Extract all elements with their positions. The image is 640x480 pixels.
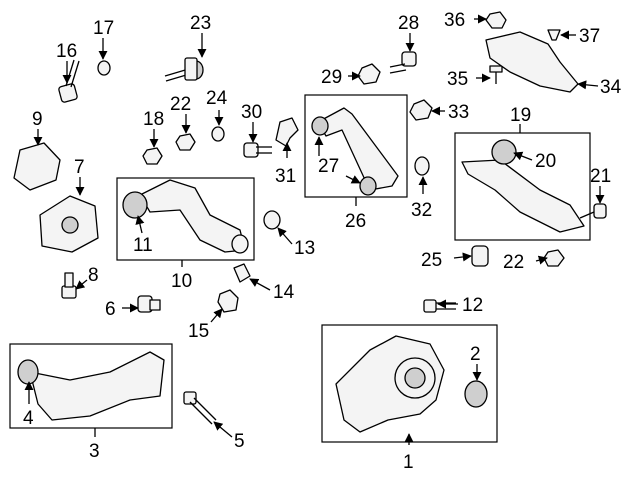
washer-13 xyxy=(263,210,281,230)
callout-29: 29 xyxy=(321,67,342,88)
callout-19: 19 xyxy=(510,105,531,126)
screw-35 xyxy=(489,65,503,84)
callout-22-lower: 22 xyxy=(503,252,524,273)
callout-28: 28 xyxy=(398,13,419,34)
callout-13: 13 xyxy=(294,238,315,259)
nut-22-upper xyxy=(175,133,196,151)
callout-14: 14 xyxy=(273,282,295,303)
group-box-3 xyxy=(9,343,173,429)
lower-arm-19 xyxy=(461,139,585,233)
bushing-2 xyxy=(464,380,488,408)
callout-8: 8 xyxy=(88,265,99,286)
eccentric-bolt-16 xyxy=(58,59,80,103)
bushing-20 xyxy=(491,139,517,165)
callout-3: 3 xyxy=(89,441,100,462)
eccentric-bolt-23 xyxy=(164,57,204,82)
washer-32 xyxy=(414,156,430,176)
shield-34 xyxy=(485,31,579,93)
nut-18 xyxy=(142,147,163,165)
bolt-30 xyxy=(243,142,272,158)
callout-37: 37 xyxy=(579,26,600,47)
trailing-arm-3 xyxy=(17,351,165,421)
bushing-25 xyxy=(471,245,489,267)
clip-37 xyxy=(547,29,561,41)
callout-21: 21 xyxy=(590,166,611,187)
bolt-5 xyxy=(183,391,217,425)
bolt-21 xyxy=(579,203,607,219)
callout-9: 9 xyxy=(32,109,43,130)
callout-4: 4 xyxy=(23,408,34,429)
callout-23: 23 xyxy=(190,13,211,34)
bolt-12 xyxy=(423,299,456,313)
link-arm-26 xyxy=(311,107,399,196)
group-box-19 xyxy=(454,132,591,241)
callout-25: 25 xyxy=(421,250,442,271)
callout-27: 27 xyxy=(318,156,339,177)
nut-33 xyxy=(409,99,433,121)
bushing-11 xyxy=(122,191,148,219)
nut-15 xyxy=(217,289,239,313)
callout-12: 12 xyxy=(462,295,483,316)
group-box-10 xyxy=(116,177,255,261)
bolt-8 xyxy=(61,272,77,299)
callout-labels: 1 2 3 4 5 6 7 8 9 10 11 12 13 14 15 16 1… xyxy=(23,10,622,473)
callout-31: 31 xyxy=(275,166,296,187)
callout-34: 34 xyxy=(600,77,622,98)
callout-5: 5 xyxy=(234,431,245,452)
callout-24: 24 xyxy=(206,88,228,109)
callout-17: 17 xyxy=(93,18,114,39)
washer-17 xyxy=(97,60,111,76)
callout-2: 2 xyxy=(470,344,481,365)
nut-36 xyxy=(485,11,507,29)
bolt-6 xyxy=(137,295,161,313)
callout-30: 30 xyxy=(241,102,262,123)
callout-1: 1 xyxy=(403,452,414,473)
callout-7: 7 xyxy=(74,157,85,178)
callout-11: 11 xyxy=(133,235,153,256)
callout-36: 36 xyxy=(444,10,465,31)
callout-18: 18 xyxy=(143,109,164,130)
nut-29 xyxy=(357,63,381,85)
bolt-28 xyxy=(389,51,417,74)
bushing-27-a xyxy=(311,116,329,136)
upper-arm-10 xyxy=(122,179,249,254)
leader-lines xyxy=(24,14,605,445)
cover-9 xyxy=(13,142,61,191)
callout-32: 32 xyxy=(411,200,432,221)
callout-22-upper: 22 xyxy=(170,94,191,115)
clip-14 xyxy=(233,263,251,283)
callout-15: 15 xyxy=(188,321,209,342)
callout-6: 6 xyxy=(105,299,116,320)
callout-16: 16 xyxy=(56,41,77,62)
callout-26: 26 xyxy=(345,211,366,232)
callout-33: 33 xyxy=(448,102,469,123)
bushing-27-b xyxy=(359,176,377,196)
plate-31 xyxy=(275,117,299,147)
callout-10: 10 xyxy=(171,271,192,292)
knuckle-1 xyxy=(335,335,488,433)
callout-20: 20 xyxy=(535,151,556,172)
washer-24 xyxy=(211,126,225,142)
callout-35: 35 xyxy=(447,69,468,90)
bushing-4 xyxy=(17,359,39,385)
